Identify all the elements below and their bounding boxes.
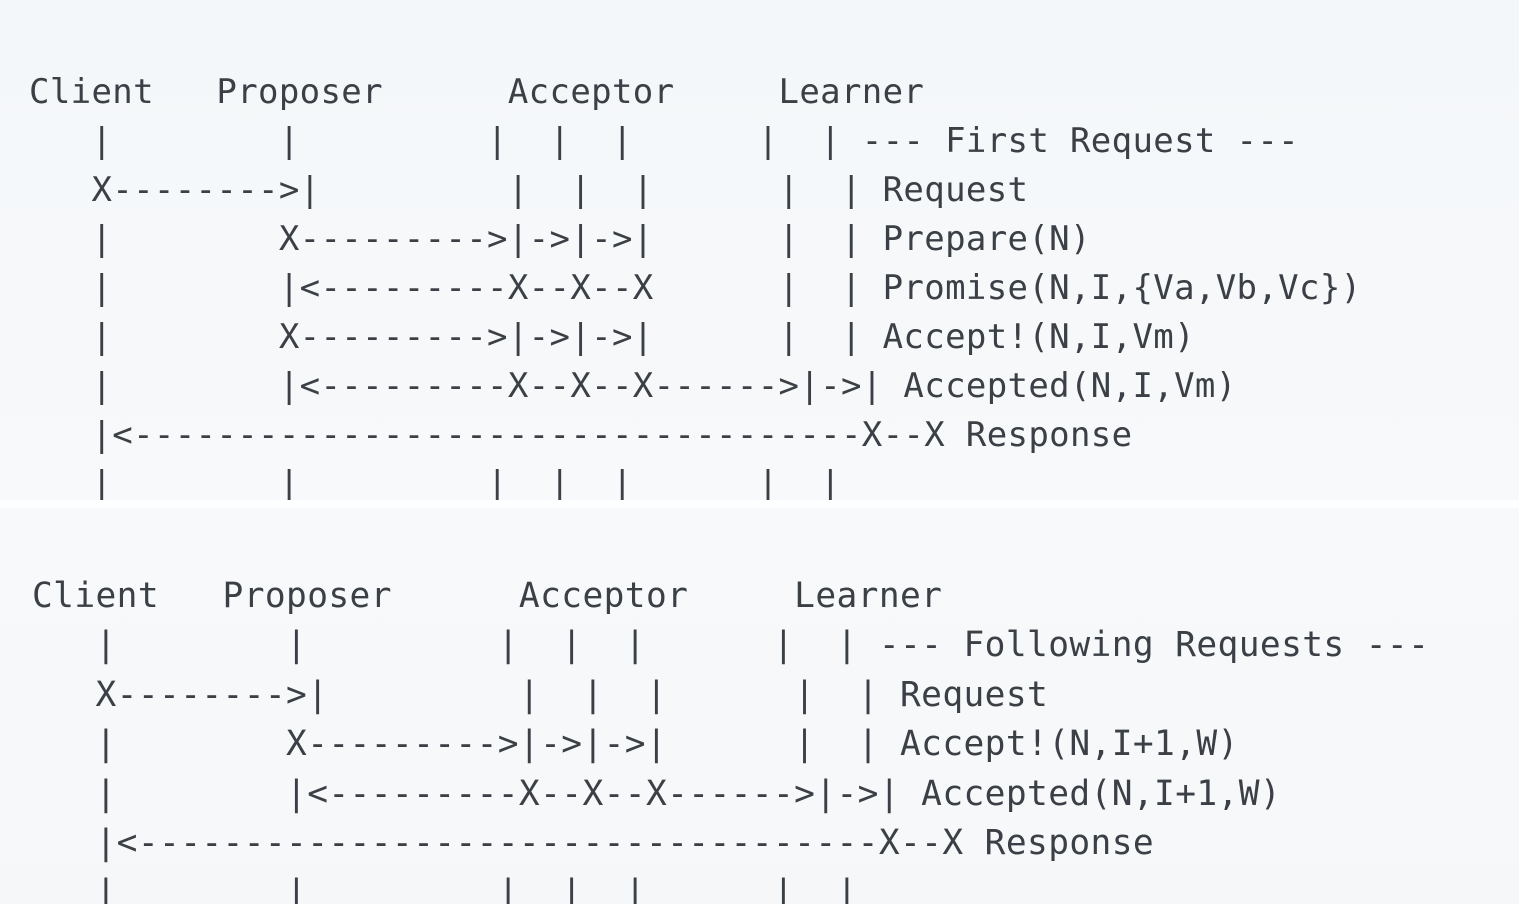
- panel-first-request: Client Proposer Acceptor Learner | | | |…: [0, 0, 1519, 502]
- ascii-art-following-requests: Client Proposer Acceptor Learner | | | |…: [32, 575, 1430, 904]
- panel-following-requests: Client Proposer Acceptor Learner | | | |…: [0, 508, 1519, 904]
- ascii-art-first-request: Client Proposer Acceptor Learner | | | |…: [29, 72, 1362, 502]
- panel-divider: [0, 500, 1519, 508]
